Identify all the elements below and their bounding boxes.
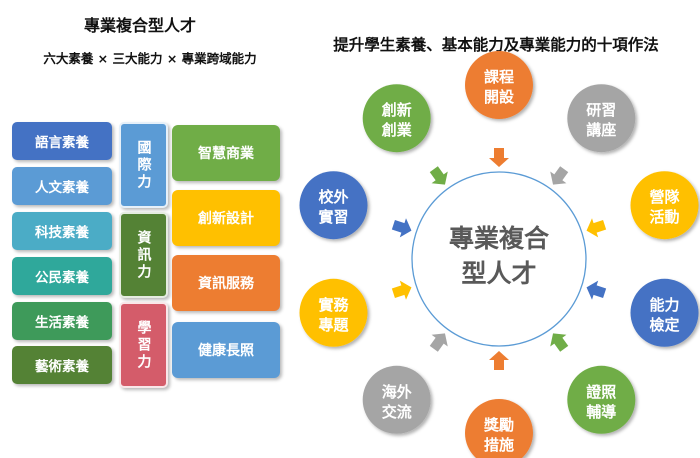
left-subtitle: 六大素養 × 三大能力 × 專業跨域能力 — [43, 51, 257, 66]
center-title-line2: 型人才 — [461, 259, 536, 288]
practice-label-line1: 證照 — [586, 383, 616, 401]
practice-circle — [567, 365, 636, 434]
practice-label-line1: 課程 — [484, 68, 514, 86]
practice-arrow — [586, 280, 607, 300]
literacy-box: 生活素養 — [12, 302, 112, 340]
practice-label-line2: 實習 — [318, 208, 348, 226]
practice-label-line2: 專題 — [318, 316, 349, 334]
practice-arrow — [550, 166, 569, 185]
literacy-box: 藝術素養 — [12, 346, 112, 384]
practice-label-line1: 實務 — [318, 296, 349, 314]
practice-circle — [465, 399, 533, 458]
practice-label-line2: 開設 — [484, 88, 515, 106]
practice-arrow — [489, 351, 509, 370]
practice-arrow — [391, 218, 412, 238]
literacy-box: 科技素養 — [12, 212, 112, 250]
practice-circle — [362, 84, 431, 153]
cross-domain-box: 智慧商業 — [172, 125, 280, 181]
right-title: 提升學生素養、基本能力及專業能力的十項作法 — [333, 36, 659, 54]
practice-label-line2: 講座 — [586, 121, 616, 139]
practice-label-line2: 檢定 — [649, 316, 679, 334]
literacy-box: 公民素養 — [12, 257, 112, 295]
practice-circle — [465, 51, 533, 119]
practice-label-line1: 能力 — [649, 296, 679, 314]
ability-box: 國際力 — [119, 122, 168, 208]
practice-label-line2: 創業 — [381, 121, 413, 139]
ability-box: 資訊力 — [119, 212, 168, 298]
practice-arrow — [489, 148, 509, 167]
practice-circle — [362, 365, 431, 434]
practice-label-line1: 校外 — [318, 188, 348, 206]
practice-circle — [630, 171, 699, 240]
practice-label-line1: 營隊 — [649, 188, 680, 206]
practice-label-line2: 措施 — [484, 436, 514, 454]
practice-label-line1: 創新 — [381, 101, 412, 119]
literacy-box: 人文素養 — [12, 167, 112, 205]
practice-arrow — [391, 280, 412, 300]
practice-label-line2: 活動 — [649, 208, 679, 226]
practice-arrow — [429, 166, 448, 185]
cross-domain-box: 資訊服務 — [172, 255, 280, 311]
practice-label-line2: 輔導 — [586, 403, 616, 421]
practice-label-line1: 海外 — [382, 383, 412, 401]
practice-arrow — [429, 333, 448, 352]
practice-circle — [299, 278, 368, 347]
center-title-line1: 專業複合 — [449, 224, 550, 253]
center-circle — [411, 171, 587, 347]
literacy-box: 語言素養 — [12, 122, 112, 160]
practice-circle — [630, 278, 699, 347]
practice-circle — [299, 171, 368, 240]
cross-domain-box: 健康長照 — [172, 322, 280, 378]
practice-circle — [567, 84, 636, 153]
practice-arrow — [586, 218, 607, 238]
practice-label-line2: 交流 — [382, 403, 412, 421]
ability-box: 學習力 — [119, 302, 168, 388]
practice-label-line1: 研習 — [586, 101, 616, 119]
practice-arrow — [550, 333, 569, 352]
cross-domain-box: 創新設計 — [172, 190, 280, 246]
practice-label-line1: 獎勵 — [483, 416, 514, 434]
left-title: 專業複合型人才 — [83, 16, 196, 35]
